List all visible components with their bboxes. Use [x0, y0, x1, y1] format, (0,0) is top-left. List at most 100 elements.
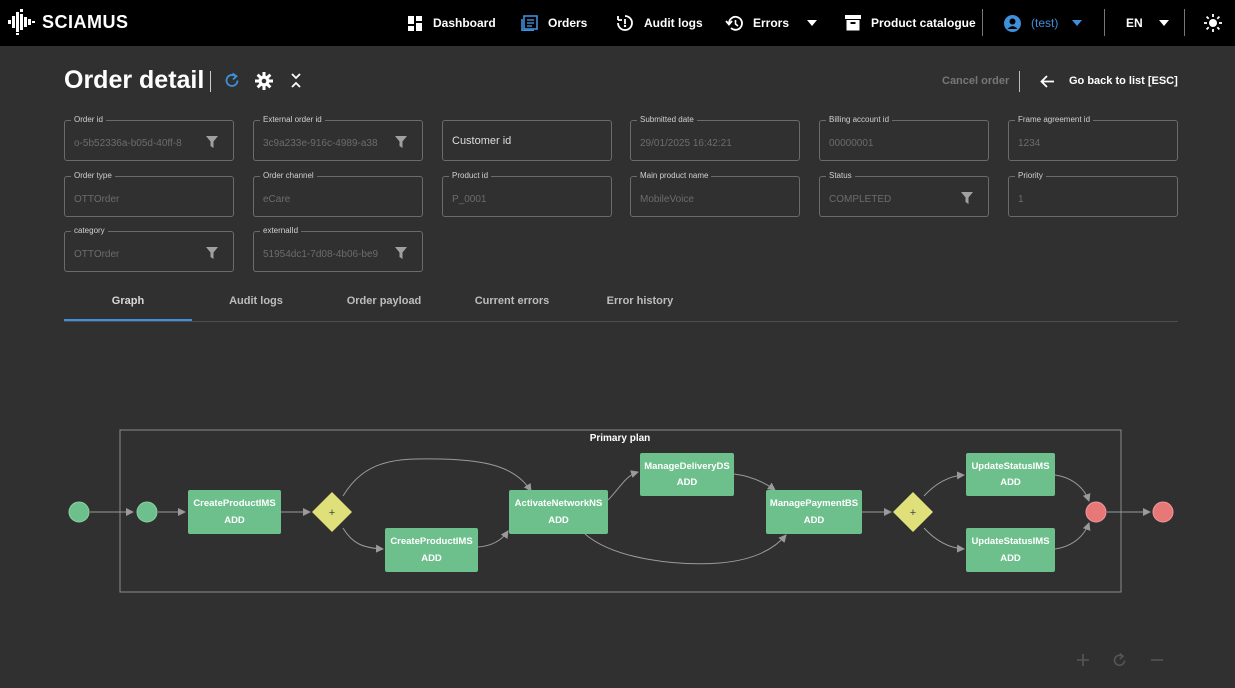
flow-edge: [923, 527, 965, 553]
tab-graph[interactable]: Graph: [64, 292, 192, 321]
flow-edge: [923, 471, 965, 497]
submitted-date-field[interactable]: Submitted date 29/01/2025 16:42:21: [630, 115, 800, 161]
filter-icon[interactable]: [395, 247, 407, 259]
flow-edge: [477, 530, 509, 548]
field-label: Submitted date: [637, 115, 697, 125]
field-label: Billing account id: [826, 115, 893, 125]
nav-product-catalogue-label: Product catalogue: [871, 16, 976, 30]
gateway-symbol: +: [910, 507, 916, 519]
go-back-button[interactable]: Go back to list [ESC]: [1040, 72, 1178, 90]
externalid-field[interactable]: externalId 51954dc1-7d08-4b06-be9: [253, 226, 423, 272]
dashboard-icon: [408, 15, 422, 31]
customer-id-field[interactable]: Customer id: [442, 120, 612, 161]
title-divider: [210, 71, 211, 92]
task-node[interactable]: CreateProductIMS ADD: [385, 528, 478, 572]
refresh-icon[interactable]: [224, 72, 240, 89]
flow-edge: [342, 527, 384, 553]
tab-current-errors[interactable]: Current errors: [474, 295, 550, 307]
billing-account-id-field[interactable]: Billing account id 00000001: [819, 115, 989, 161]
nav-divider: [1104, 9, 1105, 36]
sciamus-logo-icon: [8, 9, 35, 35]
task-node[interactable]: ManagePaymentBS ADD: [766, 490, 862, 534]
field-label: Priority: [1015, 171, 1046, 181]
plan-start-event[interactable]: [136, 501, 158, 523]
field-label: Frame agreement id: [1015, 115, 1094, 125]
page-title: Order detail: [64, 66, 205, 94]
task-node[interactable]: UpdateStatusIMS ADD: [966, 453, 1055, 496]
flow-edge: [733, 473, 776, 491]
task-action: ADD: [421, 553, 442, 564]
field-value: OTTOrder: [74, 249, 120, 260]
order-type-field[interactable]: Order type OTTOrder: [64, 171, 234, 217]
reset-view-icon[interactable]: [1112, 652, 1128, 668]
field-value: o-5b52336a-b05d-40ff-8: [74, 138, 182, 149]
task-action: ADD: [804, 515, 825, 526]
parallel-gateway[interactable]: +: [893, 492, 933, 532]
task-action: ADD: [1000, 553, 1021, 564]
nav-product-catalogue[interactable]: Product catalogue: [845, 0, 976, 46]
user-menu[interactable]: (test): [1004, 0, 1083, 46]
filter-icon[interactable]: [206, 136, 218, 148]
chevron-down-icon: [1158, 20, 1169, 26]
tab-error-history[interactable]: Error history: [606, 295, 674, 307]
language-selector[interactable]: EN: [1126, 0, 1169, 46]
priority-field[interactable]: Priority 1: [1008, 171, 1178, 217]
nav-errors[interactable]: Errors: [725, 0, 818, 46]
end-event[interactable]: [1152, 501, 1174, 523]
task-name: UpdateStatusIMS: [971, 536, 1049, 547]
field-value: P_0001: [452, 194, 487, 205]
external-order-id-field[interactable]: External order id 3c9a233e-916c-4989-a38: [253, 115, 423, 161]
task-node[interactable]: UpdateStatusIMS ADD: [966, 528, 1055, 572]
order-id-field[interactable]: Order id o-5b52336a-b05d-40ff-8: [64, 115, 234, 161]
task-node[interactable]: CreateProductIMS ADD: [188, 490, 281, 534]
plan-end-event[interactable]: [1085, 501, 1107, 523]
field-label: category: [71, 226, 108, 236]
field-value: MobileVoice: [640, 194, 694, 205]
flow-edge: [584, 533, 787, 565]
field-label: Order channel: [260, 171, 317, 181]
task-name: CreateProductIMS: [390, 536, 472, 547]
flow-edge: [1054, 522, 1091, 550]
theme-toggle[interactable]: [1204, 0, 1222, 46]
nav-errors-label: Errors: [753, 16, 790, 30]
nav-orders[interactable]: Orders: [521, 0, 587, 46]
order-channel-field[interactable]: Order channel eCare: [253, 171, 423, 217]
field-value: OTTOrder: [74, 194, 120, 205]
start-event[interactable]: [68, 501, 90, 523]
arrow-left-icon: [1040, 74, 1054, 88]
frame-agreement-id-field[interactable]: Frame agreement id 1234: [1008, 115, 1178, 161]
field-value: 1: [1018, 194, 1024, 205]
task-name: CreateProductIMS: [193, 498, 275, 509]
field-label: Main product name: [637, 171, 712, 181]
main-product-name-field[interactable]: Main product name MobileVoice: [630, 171, 800, 217]
product-id-field[interactable]: Product id P_0001: [442, 171, 612, 217]
user-name: (test): [1031, 16, 1059, 30]
task-node[interactable]: ManageDeliveryDS ADD: [640, 453, 734, 496]
cancel-order-button[interactable]: Cancel order: [942, 75, 1010, 87]
status-field[interactable]: Status COMPLETED: [819, 171, 989, 217]
tab-order-payload[interactable]: Order payload: [346, 295, 422, 307]
filter-icon[interactable]: [206, 247, 218, 259]
zoom-out-icon[interactable]: [1149, 652, 1165, 668]
parallel-gateway[interactable]: +: [312, 492, 352, 532]
nav-orders-label: Orders: [548, 16, 588, 30]
orders-icon: [521, 15, 538, 31]
zoom-in-icon[interactable]: [1075, 652, 1091, 668]
task-node[interactable]: ActivateNetworkNS ADD: [509, 490, 608, 534]
field-value: 51954dc1-7d08-4b06-be9: [263, 249, 379, 260]
collapse-icon[interactable]: [290, 72, 302, 89]
category-field[interactable]: category OTTOrder: [64, 226, 234, 272]
history-icon: [725, 15, 743, 31]
nav-dashboard[interactable]: Dashboard: [408, 0, 496, 46]
gear-icon[interactable]: [255, 72, 273, 90]
user-account-icon: [1004, 14, 1021, 32]
detail-tabs: Graph Audit logs Order payload Current e…: [64, 292, 1178, 322]
tab-audit-logs[interactable]: Audit logs: [229, 295, 283, 307]
nav-audit-logs[interactable]: Audit logs: [616, 0, 703, 46]
filter-icon[interactable]: [395, 136, 407, 148]
nav-audit-logs-label: Audit logs: [644, 16, 703, 30]
sciamus-logo[interactable]: SCIAMUS: [8, 9, 129, 35]
field-label: externalId: [260, 226, 302, 236]
filter-icon[interactable]: [961, 192, 973, 204]
